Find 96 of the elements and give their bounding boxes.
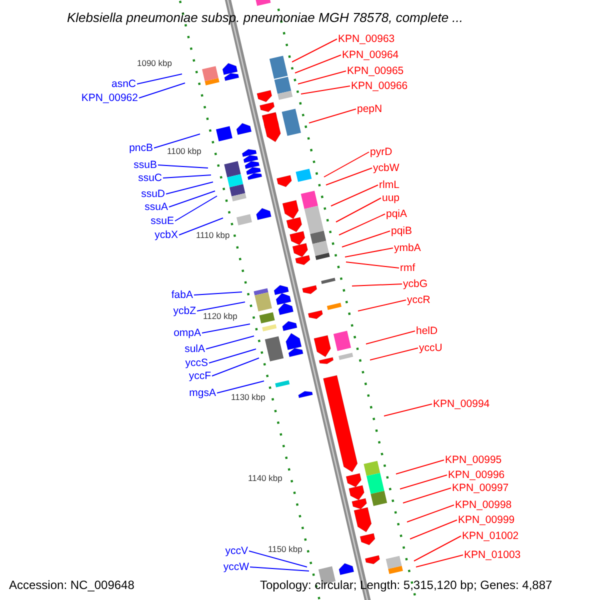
scale-label: 1150 kbp — [268, 545, 302, 554]
scale-label: 1130 kbp — [231, 393, 266, 402]
gene-label: ssuC — [138, 172, 162, 184]
gene-label: ycbG — [403, 278, 428, 290]
gene-label: yccU — [419, 342, 442, 354]
leader-line — [206, 336, 254, 350]
leader-line — [346, 262, 400, 268]
gene-label: pyrD — [370, 146, 392, 158]
gene-label: ssuA — [144, 202, 168, 212]
gene-label: KPN_00996 — [448, 470, 505, 480]
leader-line — [406, 504, 454, 522]
gene-label: KPN_00997 — [452, 482, 509, 494]
leader-line — [342, 230, 390, 248]
leader-line — [158, 164, 208, 168]
gene-label: KPN_00994 — [433, 398, 490, 410]
gene-label: mgsA — [189, 388, 216, 398]
gene-label: rlmL — [379, 180, 400, 190]
leader-line — [300, 86, 350, 94]
title: Klebsiella pneumoniae subsp. pneumoniae MGH 78578, complete ... — [67, 11, 464, 24]
gene-label: pqiB — [391, 226, 412, 236]
gene-label: KPN_01003 — [464, 550, 521, 560]
gene-label: ompA — [174, 328, 201, 338]
gene-label: yccV — [225, 546, 248, 556]
gene-label: KPN_00963 — [338, 34, 395, 44]
gene-label: ssuE — [150, 216, 174, 226]
leader-line — [336, 198, 382, 222]
gene-label: yccW — [223, 562, 249, 572]
leader-line — [330, 184, 378, 206]
leader-line — [292, 38, 338, 62]
gene-label: sulA — [184, 344, 205, 354]
gene-label: ssuD — [141, 188, 165, 200]
leader-line — [162, 174, 212, 178]
leader-line — [384, 404, 432, 416]
leader-line — [324, 152, 370, 178]
scale-label: 1090 kbp — [137, 59, 172, 68]
scale-label: 1100 kbp — [167, 147, 202, 156]
leader-line — [202, 324, 250, 334]
leader-line — [216, 380, 264, 394]
gene-label: KPN_00998 — [455, 500, 512, 510]
leader-line — [250, 566, 310, 572]
gene-label: KPN_01002 — [462, 530, 519, 542]
gene-label: pepN — [357, 104, 382, 114]
leader-line — [370, 348, 418, 360]
leader-line — [208, 348, 256, 364]
gene-label: KPN_00964 — [342, 50, 399, 60]
leader-line — [410, 520, 458, 540]
gene-label: KPN_00966 — [351, 80, 408, 92]
gene-label: helD — [416, 326, 438, 336]
gene-label: yccR — [407, 294, 430, 306]
leader-line — [326, 168, 372, 186]
gene-label: rmf — [400, 262, 416, 274]
leader-line — [344, 248, 394, 258]
scale-label: 1120 kbp — [203, 312, 238, 320]
gene-label: ssuB — [134, 160, 157, 170]
leader-line — [154, 134, 200, 148]
leader-line — [416, 554, 464, 568]
scale-label: 1140 kbp — [248, 474, 282, 482]
leader-line — [396, 460, 444, 474]
gene-label: uup — [382, 192, 400, 204]
footer-text: Topology: circular; Length: 5,315,120 bp; Genes: 4,887 — [260, 579, 552, 591]
leader-line — [352, 284, 402, 286]
gene-label: asnC — [111, 78, 136, 90]
gene-label: yccF — [188, 370, 211, 382]
gene-label: ycbW — [373, 162, 400, 174]
leader-line — [414, 536, 462, 562]
gene-label: KPN_00962 — [81, 92, 138, 104]
leader-line — [294, 54, 342, 74]
footer-text: Accession: NC_009648 — [9, 579, 134, 591]
leader-line — [178, 218, 224, 236]
gene-label: KPN_00999 — [458, 514, 515, 526]
gene-label: ycbZ — [173, 306, 196, 316]
gene-label: fabA — [171, 290, 193, 300]
leader-line — [358, 300, 406, 312]
gene-label: yccS — [185, 358, 208, 368]
leader-line — [298, 70, 346, 84]
leader-line — [196, 302, 246, 312]
gene-label: KPN_00995 — [445, 454, 502, 466]
leader-line — [212, 358, 260, 376]
leader-line — [338, 214, 386, 236]
leader-line — [168, 190, 216, 208]
leader-line — [138, 82, 186, 98]
gene-label: ycbX — [154, 230, 178, 240]
leader-line — [400, 474, 448, 490]
leader-line — [194, 292, 242, 296]
gene-label: ymbA — [394, 242, 421, 254]
leader-line — [366, 330, 416, 344]
leader-line — [308, 108, 356, 124]
gene-label: pqiA — [386, 208, 408, 220]
leader-line — [174, 196, 218, 222]
leader-line — [248, 550, 308, 568]
gene-label: KPN_00965 — [347, 66, 404, 76]
leader-line — [136, 74, 182, 84]
leader-line — [402, 488, 452, 504]
scale-label: 1110 kbp — [196, 231, 230, 240]
gene-label: pncB — [129, 142, 153, 154]
leader-line — [166, 182, 214, 194]
